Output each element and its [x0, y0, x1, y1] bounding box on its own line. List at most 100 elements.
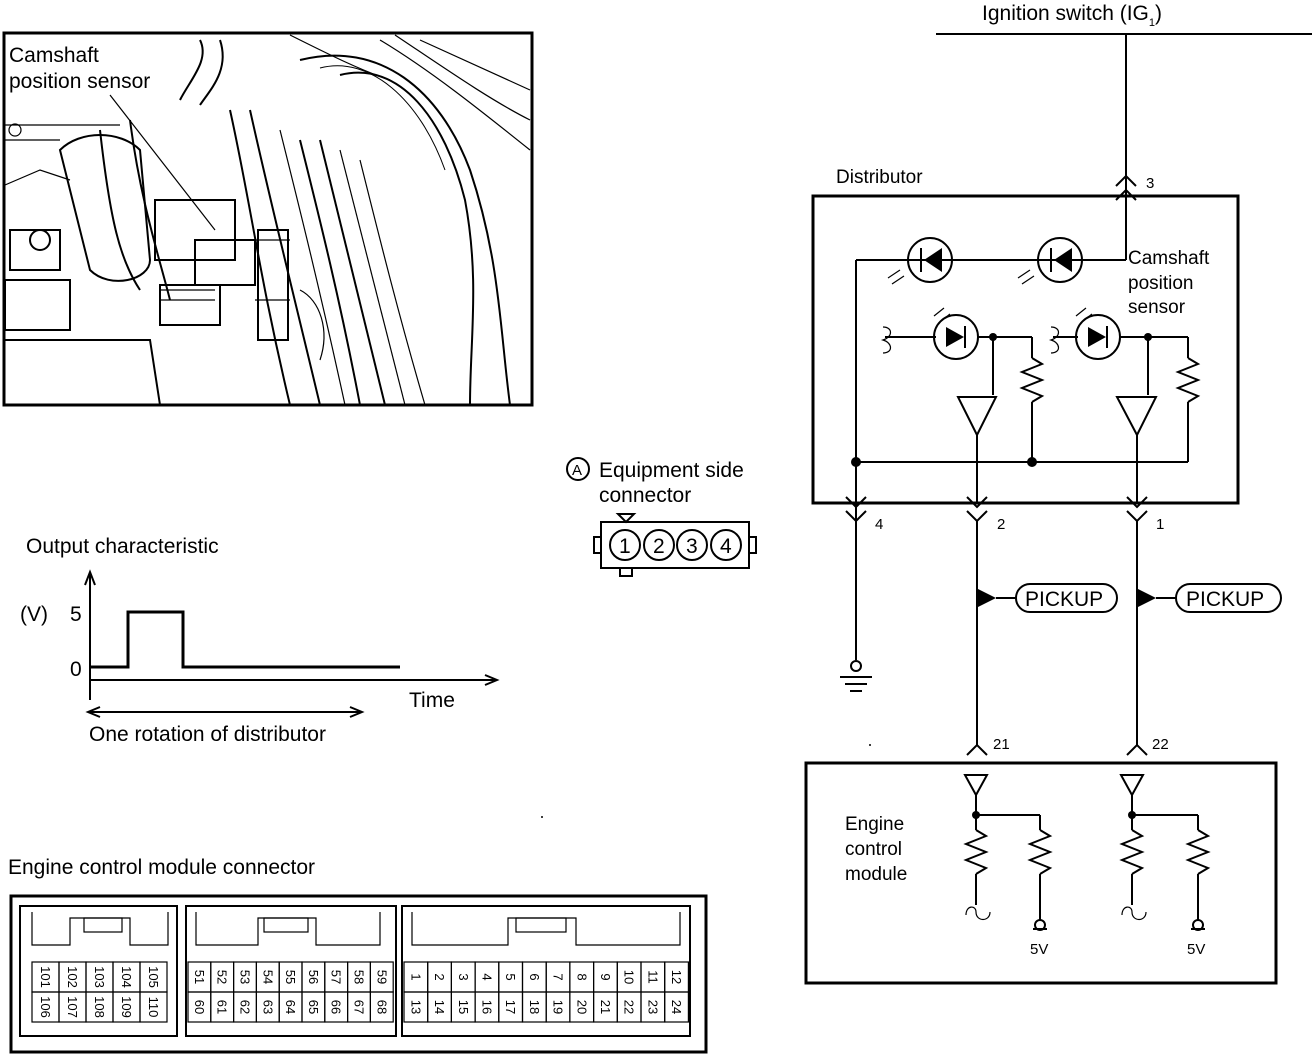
pin-number: 2: [432, 973, 447, 980]
pin-number: 63: [260, 1000, 275, 1014]
pin-number: 18: [527, 1000, 542, 1014]
speck: [869, 744, 871, 746]
ecm-box: [804, 761, 1278, 985]
pickup-label-a: PICKUP: [1025, 588, 1103, 611]
pin-number: 8: [574, 973, 589, 980]
pin-number: 1: [408, 973, 423, 980]
pin-number: 16: [479, 1000, 494, 1014]
ecm-connector-shell: [9, 894, 708, 1054]
sensor-label-line1: Camshaft: [1128, 248, 1210, 269]
pin-number: 64: [283, 1000, 298, 1014]
pin-number: 15: [456, 1000, 471, 1014]
equipment-pin: 2: [653, 535, 665, 558]
pin-number: 57: [329, 970, 344, 984]
pin-number: 10: [622, 970, 637, 984]
pin-number: 102: [65, 966, 80, 988]
ecm-input-circuit-a: [963, 774, 1053, 931]
ecm-input-circuit-b: [1119, 774, 1211, 931]
output-title: Output characteristic: [26, 535, 219, 558]
pin-number: 62: [238, 1000, 253, 1014]
output-x-label: Time: [409, 689, 455, 712]
pin-number: 105: [146, 966, 161, 988]
equipment-pin: 4: [720, 535, 732, 558]
pin-number: 6: [527, 973, 542, 980]
photodiode-2: [1048, 307, 1201, 503]
pickup-tag-a: [978, 583, 1118, 613]
pin-number: 59: [374, 970, 389, 984]
ecm-volt-a: 5V: [1030, 941, 1048, 958]
sensor-label-line3: sensor: [1128, 297, 1186, 318]
pin-number: 11: [645, 970, 660, 984]
pin-number: 65: [306, 1000, 321, 1014]
pin-number: 66: [329, 1000, 344, 1014]
ecm-terminal-21: [966, 743, 988, 756]
equipment-label-line2: connector: [599, 484, 691, 507]
speck: [541, 816, 543, 818]
pin-number: 19: [551, 1000, 566, 1014]
ecm-terminal-22: [1126, 743, 1148, 756]
ignition-label: Ignition switch (IG1): [982, 2, 1162, 29]
photodiode-1: [880, 307, 1045, 503]
distributor-pin-2: 2: [997, 516, 1005, 533]
pin-cell: [664, 991, 690, 1023]
pickup-tag-b: [1138, 583, 1282, 613]
pin-number: 21: [598, 1000, 613, 1014]
pin-number: 58: [352, 970, 367, 984]
pin-number: 3: [456, 973, 471, 980]
distributor-label: Distributor: [836, 167, 923, 188]
pin-number: 60: [192, 1000, 207, 1014]
ecm-label-line2: control: [845, 839, 902, 860]
pin-number: 22: [622, 1000, 637, 1014]
pin-number: 24: [669, 1000, 684, 1014]
led-row: [855, 237, 1126, 462]
ecm-connector-title: Engine control module connector: [8, 856, 315, 879]
equipment-pin: 3: [686, 535, 698, 558]
pin-number: 103: [92, 966, 107, 988]
pin-number: 67: [352, 1000, 367, 1014]
pin-number: 110: [146, 997, 161, 1018]
pin-number: 56: [306, 970, 321, 984]
pin-number: 104: [119, 966, 134, 988]
marker-a-circle: [566, 457, 590, 481]
pin-cell: [369, 991, 394, 1023]
pin-number: 13: [408, 1000, 423, 1014]
pin-number: 53: [238, 970, 253, 984]
photo-label-line1: Camshaft: [9, 44, 99, 67]
output-y-low: 0: [70, 658, 82, 681]
equipment-label-line1: Equipment side: [599, 459, 744, 482]
distributor-pin-3: 3: [1146, 175, 1154, 192]
distributor-terminals: [845, 462, 1148, 660]
pin-number: 4: [479, 973, 494, 980]
output-span-label: One rotation of distributor: [89, 723, 326, 746]
pin-number: 9: [598, 973, 613, 980]
output-unit: (V): [20, 603, 48, 626]
distributor-pin-1: 1: [1156, 516, 1164, 533]
pin-number: 12: [669, 970, 684, 984]
pin-number: 68: [374, 1000, 389, 1014]
pin-number: 20: [574, 1000, 589, 1014]
equipment-pin: 1: [619, 535, 631, 558]
terminal-3-connector: [1115, 174, 1137, 201]
pin-number: 5: [503, 973, 518, 980]
output-y-high: 5: [70, 603, 82, 626]
ecm-pin-22: 22: [1152, 736, 1169, 753]
ecm-label-line3: module: [845, 864, 907, 885]
pin-number: 54: [260, 970, 275, 984]
photo-label-line2: position sensor: [9, 70, 150, 93]
pin-number: 23: [645, 1000, 660, 1014]
pin-number: 101: [38, 966, 53, 988]
distributor-box: [811, 194, 1240, 505]
equipment-connector: [593, 513, 757, 577]
distributor-pin-4: 4: [875, 516, 883, 533]
pin-number: 55: [283, 970, 298, 984]
output-plot: [84, 569, 500, 718]
pin-number: 14: [432, 1000, 447, 1014]
pin-number: 108: [92, 996, 107, 1018]
ecm-label-line1: Engine: [845, 814, 904, 835]
ecm-pin-21: 21: [993, 736, 1010, 753]
engine-bay-illustration: [2, 31, 534, 407]
